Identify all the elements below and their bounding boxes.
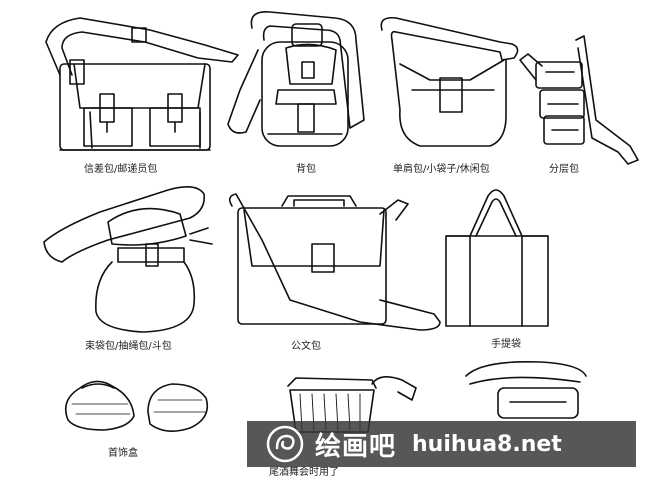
backpack-drawing — [227, 11, 365, 147]
messenger-bag-drawing — [45, 17, 239, 151]
briefcase-drawing — [228, 193, 441, 331]
bucket-bag-drawing — [43, 186, 213, 333]
caption-messenger-bag: 信差包/邮递员包 — [84, 164, 158, 175]
watermark-site-name: 绘画吧 — [315, 431, 397, 462]
caption-party-bag: 尾酒舞会时用了 — [269, 467, 339, 478]
shoulder-bag-drawing — [380, 16, 519, 147]
caption-shoulder-bag: 单肩包/小袋子/休闲包 — [393, 164, 490, 175]
watermark-site-url: huihua8.net — [412, 431, 562, 457]
caption-briefcase: 公文包 — [291, 341, 321, 352]
layered-bag-drawing — [519, 35, 639, 165]
caption-layered-bag: 分层包 — [549, 164, 579, 175]
caption-jewelry-box: 首饰盒 — [108, 448, 138, 459]
tote-bag-drawing — [445, 189, 549, 327]
caption-tote-bag: 手提袋 — [491, 339, 521, 350]
site-watermark: 绘画吧 huihua8.net — [247, 421, 636, 467]
swirl-logo-icon — [266, 425, 304, 463]
caption-backpack: 背包 — [296, 164, 316, 175]
caption-bucket-bag: 束袋包/抽绳包/斗包 — [85, 341, 172, 352]
jewelry-pouch-drawing — [64, 380, 209, 432]
waist-bag-drawing — [465, 360, 587, 419]
